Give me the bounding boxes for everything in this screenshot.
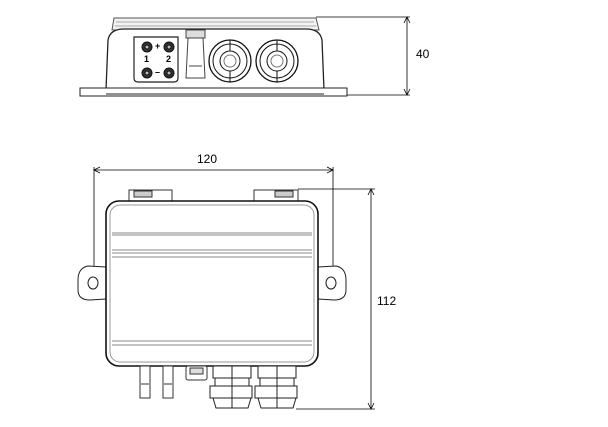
right-ear: [317, 265, 347, 301]
dimension-label-120: 120: [197, 152, 218, 166]
terminal-1-label: 1: [144, 54, 150, 64]
dimension-label-112: 112: [377, 294, 397, 308]
terminal-plus-label: +: [155, 41, 161, 51]
front-view: [77, 166, 375, 410]
top-tabs: [128, 189, 299, 203]
cable-glands: [209, 365, 298, 409]
enclosure-body: [105, 200, 319, 367]
dimension-120: [93, 166, 334, 268]
side-view: [79, 16, 411, 97]
pressure-tubes: [139, 365, 174, 399]
dimension-label-40: 40: [416, 47, 430, 61]
left-ear: [77, 265, 107, 301]
bottom-clip: [185, 365, 208, 381]
dimension-112: [296, 188, 375, 410]
terminal-screws: [141, 41, 175, 79]
terminal-2-label: 2: [166, 54, 172, 64]
clip: [185, 29, 206, 79]
terminal-minus-label: –: [155, 67, 161, 77]
dimension-40: [316, 16, 411, 96]
cable-gland-ends: [208, 39, 299, 83]
